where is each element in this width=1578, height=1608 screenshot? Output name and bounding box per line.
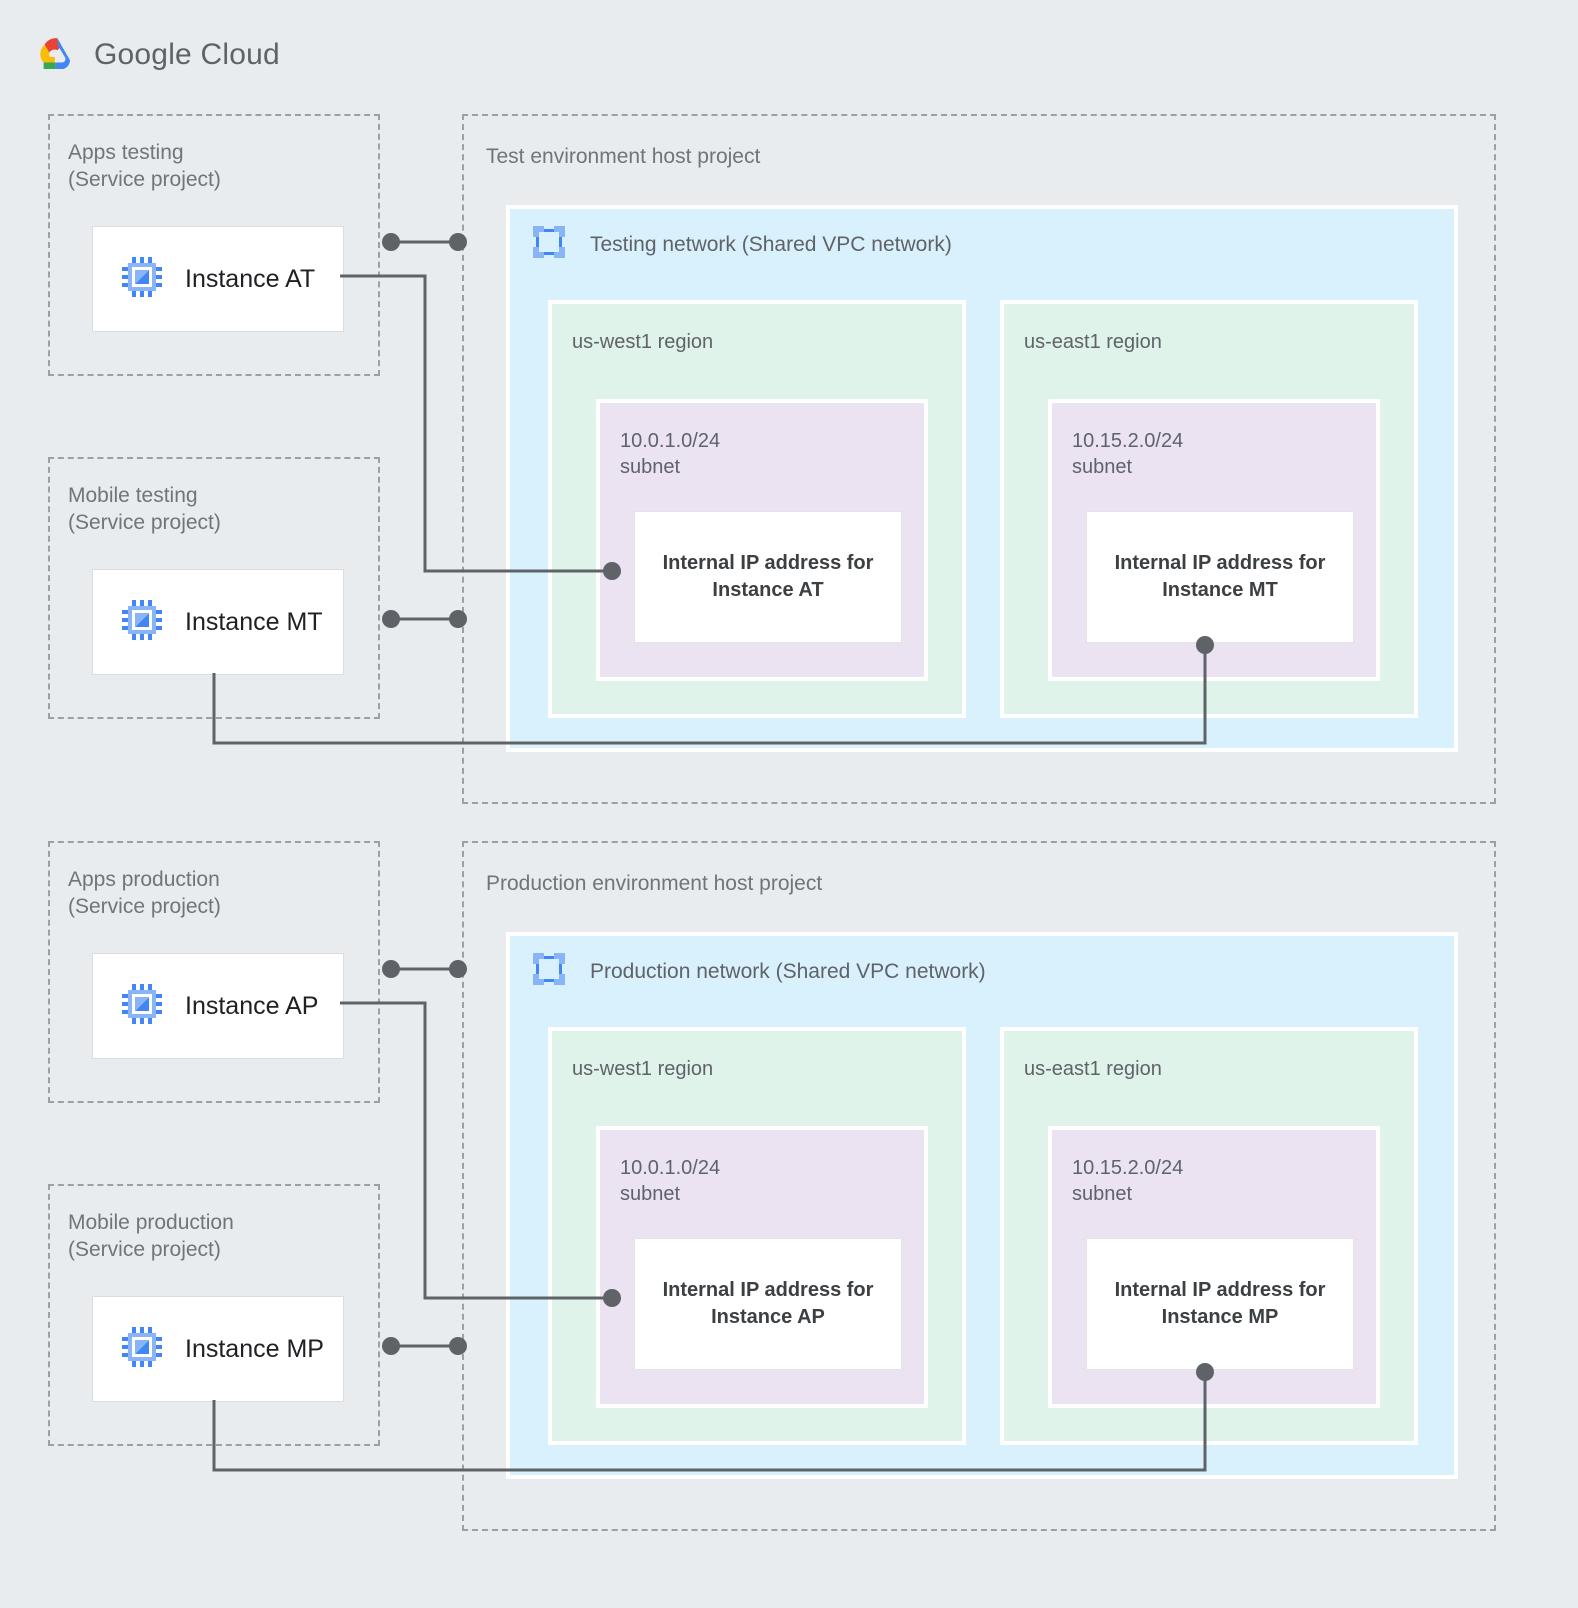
vpc-network-icon bbox=[530, 223, 568, 266]
region-test-us-west1: us-west1 region 10.0.1.0/24 subnet Inter… bbox=[548, 300, 966, 718]
instance-label-at: Instance AT bbox=[185, 264, 316, 293]
internal-ip-label-mt: Internal IP address for Instance MT bbox=[1114, 552, 1326, 601]
vpc-network-title-testing: Testing network (Shared VPC network) bbox=[590, 232, 952, 256]
vm-instance-icon bbox=[121, 599, 163, 646]
vm-instance-icon bbox=[121, 983, 163, 1030]
service-project-mobile-testing: Mobile testing (Service project) Instan bbox=[48, 457, 380, 719]
host-project-title-production: Production environment host project bbox=[486, 872, 823, 895]
vpc-network-header-testing: Testing network (Shared VPC network) bbox=[530, 223, 952, 266]
subnet-prod-us-east1: 10.15.2.0/24 subnet Internal IP address … bbox=[1048, 1126, 1380, 1408]
vpc-network-testing: Testing network (Shared VPC network) us-… bbox=[506, 205, 1458, 752]
internal-ip-card-mt[interactable]: Internal IP address for Instance MT bbox=[1086, 511, 1354, 643]
internal-ip-label-at: Internal IP address for Instance AT bbox=[662, 552, 874, 601]
region-prod-us-west1: us-west1 region 10.0.1.0/24 subnet Inter… bbox=[548, 1027, 966, 1445]
connector-dot-mt-left bbox=[382, 610, 400, 628]
internal-ip-card-mp[interactable]: Internal IP address for Instance MP bbox=[1086, 1238, 1354, 1370]
service-project-apps-testing: Apps testing (Service project) Instance bbox=[48, 114, 380, 376]
vpc-network-production: Production network (Shared VPC network) … bbox=[506, 932, 1458, 1479]
subnet-title-test-us-east1: 10.15.2.0/24 subnet bbox=[1072, 430, 1184, 478]
project-title-apps-production: Apps production (Service project) bbox=[68, 868, 221, 918]
connector-dot-at-left bbox=[382, 233, 400, 251]
region-title-prod-us-east1: us-east1 region bbox=[1024, 1058, 1162, 1080]
instance-label-mp: Instance MP bbox=[185, 1334, 324, 1363]
vpc-network-icon bbox=[530, 950, 568, 993]
instance-card-ap[interactable]: Instance AP bbox=[92, 953, 344, 1059]
instance-label-mt: Instance MT bbox=[185, 607, 323, 636]
region-title-test-us-east1: us-east1 region bbox=[1024, 331, 1162, 353]
region-prod-us-east1: us-east1 region 10.15.2.0/24 subnet Inte… bbox=[1000, 1027, 1418, 1445]
internal-ip-card-at[interactable]: Internal IP address for Instance AT bbox=[634, 511, 902, 643]
host-project-test-environment: Test environment host project bbox=[462, 114, 1496, 804]
instance-card-mp[interactable]: Instance MP bbox=[92, 1296, 344, 1402]
region-title-prod-us-west1: us-west1 region bbox=[572, 1058, 714, 1080]
subnet-title-prod-us-east1: 10.15.2.0/24 subnet bbox=[1072, 1157, 1184, 1205]
subnet-test-us-east1: 10.15.2.0/24 subnet Internal IP address … bbox=[1048, 399, 1380, 681]
connector-dot-ap-left bbox=[382, 960, 400, 978]
internal-ip-card-ap[interactable]: Internal IP address for Instance AP bbox=[634, 1238, 902, 1370]
instance-card-at[interactable]: Instance AT bbox=[92, 226, 344, 332]
project-title-apps-testing: Apps testing (Service project) bbox=[68, 141, 221, 191]
region-test-us-east1: us-east1 region 10.15.2.0/24 subnet Inte… bbox=[1000, 300, 1418, 718]
subnet-title-prod-us-west1: 10.0.1.0/24 subnet bbox=[620, 1157, 721, 1205]
host-project-title-test: Test environment host project bbox=[486, 145, 761, 168]
project-title-mobile-production: Mobile production (Service project) bbox=[68, 1211, 234, 1261]
connector-dot-mp-left bbox=[382, 1337, 400, 1355]
host-project-production-environment: Production environment host project bbox=[462, 841, 1496, 1531]
internal-ip-label-mp: Internal IP address for Instance MP bbox=[1114, 1279, 1326, 1328]
vm-instance-icon bbox=[121, 256, 163, 303]
vpc-network-title-production: Production network (Shared VPC network) bbox=[590, 959, 986, 983]
internal-ip-label-ap: Internal IP address for Instance AP bbox=[662, 1279, 874, 1328]
instance-label-ap: Instance AP bbox=[185, 991, 319, 1020]
subnet-test-us-west1: 10.0.1.0/24 subnet Internal IP address f… bbox=[596, 399, 928, 681]
subnet-title-test-us-west1: 10.0.1.0/24 subnet bbox=[620, 430, 721, 478]
brand-name: Google Cloud bbox=[94, 38, 280, 71]
instance-card-mt[interactable]: Instance MT bbox=[92, 569, 344, 675]
google-cloud-logo: Google Cloud bbox=[32, 33, 280, 77]
vm-instance-icon bbox=[121, 1326, 163, 1373]
subnet-prod-us-west1: 10.0.1.0/24 subnet Internal IP address f… bbox=[596, 1126, 928, 1408]
region-title-test-us-west1: us-west1 region bbox=[572, 331, 714, 353]
project-title-mobile-testing: Mobile testing (Service project) bbox=[68, 484, 221, 534]
service-project-apps-production: Apps production (Service project) Insta bbox=[48, 841, 380, 1103]
service-project-mobile-production: Mobile production (Service project) Ins bbox=[48, 1184, 380, 1446]
google-cloud-logo-icon bbox=[32, 33, 80, 77]
vpc-network-header-production: Production network (Shared VPC network) bbox=[530, 950, 986, 993]
